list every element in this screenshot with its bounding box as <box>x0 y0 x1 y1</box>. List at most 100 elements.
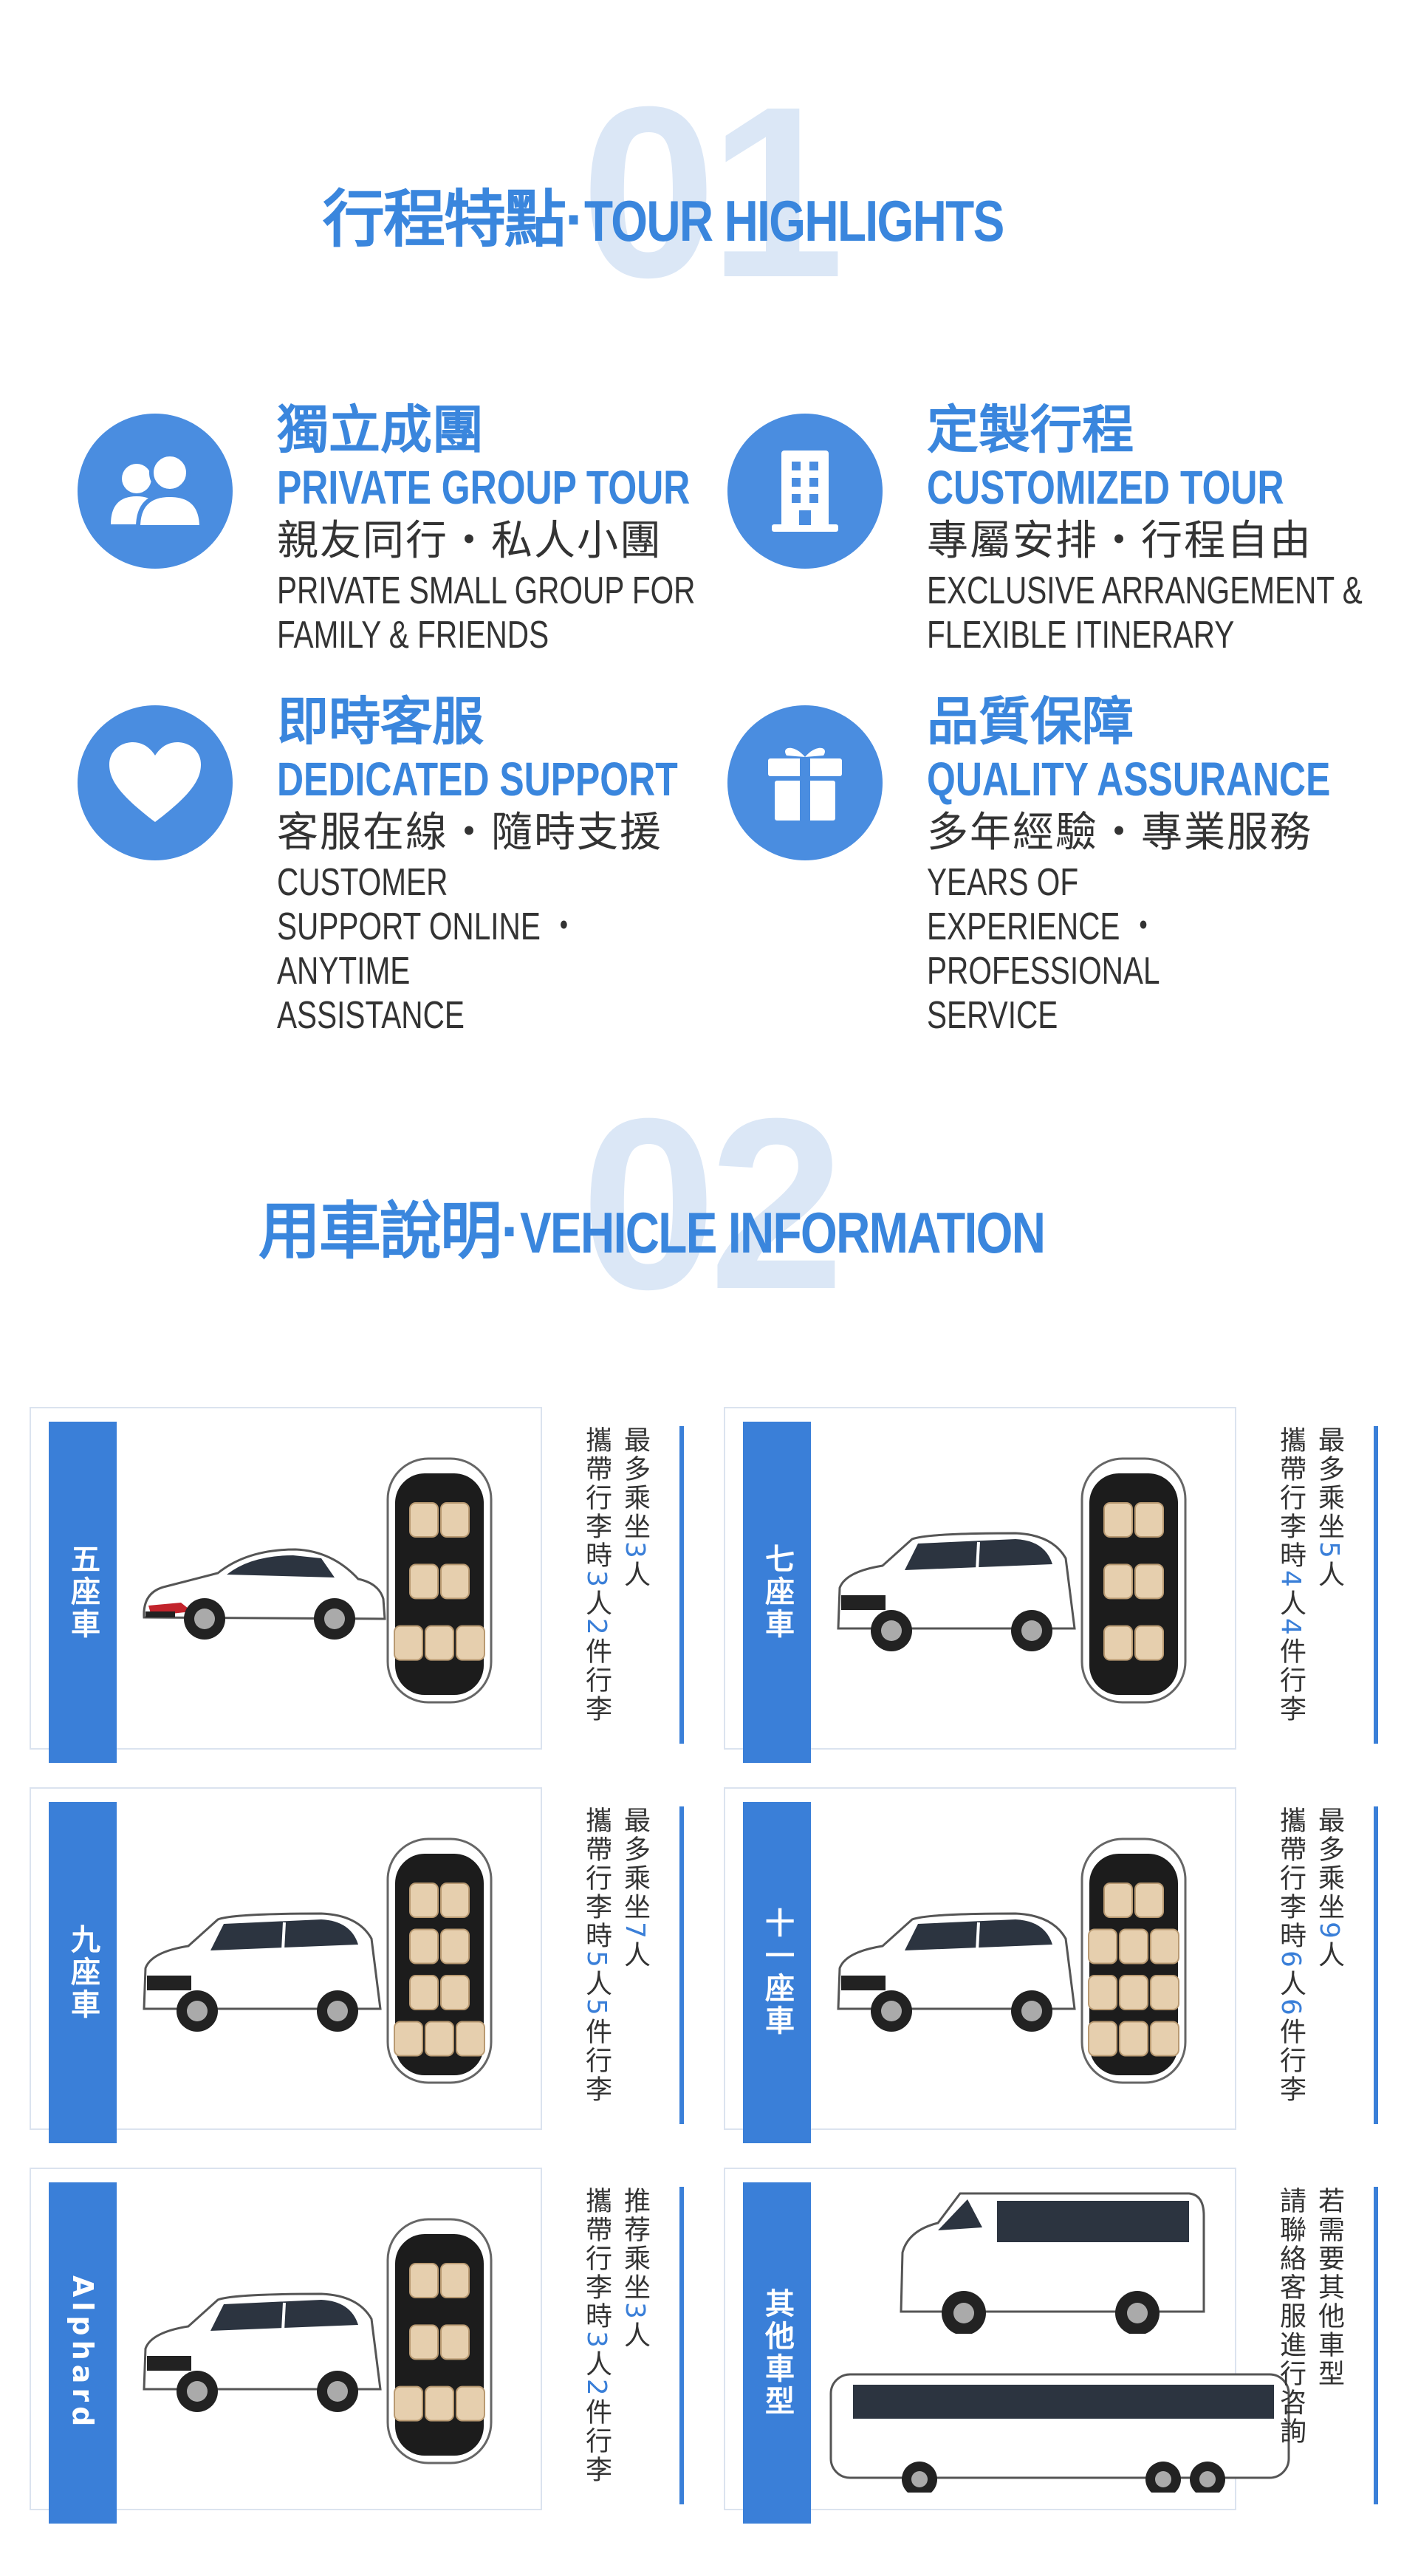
feature-dedicated-support: 即時客服 DEDICATED SUPPORT 客服在線・隨時支援 CUSTOME… <box>78 691 713 1037</box>
vehicle-seating-diagram <box>1080 1457 1187 1704</box>
capacity-number: 5 <box>581 1998 612 2018</box>
vehicle-card: 五座車最多乘坐3人攜帶行李時3人2件行李 <box>30 1407 694 1776</box>
feature-subtitle-zh: 親友同行・私人小團 <box>277 517 662 565</box>
capacity-number: 3 <box>620 1541 650 1561</box>
capacity-text: 攜帶行李時 <box>581 2187 612 2331</box>
capacity-text: 請聯絡客服進行咨詢 <box>1275 2187 1306 2446</box>
capacity-number: 3 <box>581 1570 612 1589</box>
capacity-text: 最多乘坐 <box>1314 1426 1344 1541</box>
capacity-text: 推荐乘坐 <box>620 2187 650 2302</box>
feature-subtitle-zh: 專屬安排・行程自由 <box>927 517 1312 565</box>
feature-title-zh: 即時客服 <box>277 691 484 752</box>
vehicle-type-tab: 五座車 <box>49 1422 117 1763</box>
vehicle-capacity-info: 最多乘坐7人攜帶行李時5人5件行李 <box>580 1806 651 2131</box>
capacity-text: 人 <box>1314 1940 1344 1970</box>
luggage-line: 請聯絡客服進行咨詢 <box>1274 2187 1306 2512</box>
coach-bus-image <box>829 2373 1290 2493</box>
section-title: 用車說明·VEHICLE INFORMATION <box>0 1182 1418 1271</box>
capacity-text: 件行李 <box>581 2017 612 2104</box>
capacity-text: 人 <box>581 1969 612 1998</box>
capacity-text: 件行李 <box>1275 2017 1306 2104</box>
card-accent-line <box>1374 1426 1378 1744</box>
capacity-text: 若需要其他車型 <box>1314 2187 1344 2388</box>
luggage-line: 攜帶行李時5人5件行李 <box>580 1806 612 2131</box>
feature-private-group: 獨立成團 PRIVATE GROUP TOUR 親友同行・私人小團 PRIVAT… <box>78 399 713 709</box>
capacity-number: 3 <box>581 2331 612 2350</box>
capacity-number: 7 <box>620 1922 650 1941</box>
feature-subtitle-en: CUSTOMER SUPPORT ONLINE ・ ANYTIME ASSIST… <box>277 861 579 1037</box>
vehicle-card: 七座車最多乘坐5人攜帶行李時4人4件行李 <box>724 1407 1388 1776</box>
capacity-text: 人 <box>1314 1560 1344 1589</box>
vehicle-type-label: 其他車型 <box>760 2288 794 2418</box>
section-title-separator: · <box>564 185 586 254</box>
card-accent-line <box>1374 2187 1378 2504</box>
vehicle-card: 九座車最多乘坐7人攜帶行李時5人5件行李 <box>30 1787 694 2157</box>
feature-subtitle-zh: 多年經驗・專業服務 <box>927 809 1312 857</box>
feature-subtitle-en: EXCLUSIVE ARRANGEMENT & FLEXIBLE ITINERA… <box>927 569 1363 657</box>
capacity-text: 人 <box>581 1589 612 1618</box>
capacity-text: 人 <box>620 1560 650 1589</box>
luggage-line: 攜帶行李時6人6件行李 <box>1274 1806 1306 2131</box>
vehicle-capacity-info: 推荐乘坐3人攜帶行李時3人2件行李 <box>580 2187 651 2512</box>
vehicle-side-image <box>143 1548 386 1641</box>
capacity-number: 5 <box>1314 1541 1344 1561</box>
capacity-number: 3 <box>620 2302 650 2321</box>
heart-icon <box>78 705 233 860</box>
capacity-text: 人 <box>620 1940 650 1970</box>
feature-title-en: DEDICATED SUPPORT <box>277 753 678 806</box>
capacity-number: 2 <box>581 1617 612 1637</box>
capacity-number: 6 <box>1275 1950 1306 1970</box>
card-accent-line <box>679 1426 684 1744</box>
vehicle-side-image <box>143 1912 382 2033</box>
section-header-highlights: 01 行程特點·TOUR HIGHLIGHTS <box>0 55 1418 328</box>
section-title-zh: 行程特點 <box>322 185 566 254</box>
section-title-en: TOUR HIGHLIGHTS <box>583 188 1004 253</box>
feature-title-zh: 定製行程 <box>927 400 1134 460</box>
capacity-line: 最多乘坐7人 <box>618 1806 651 2131</box>
capacity-number: 4 <box>1275 1570 1306 1589</box>
card-accent-line <box>1374 1806 1378 2124</box>
vehicle-seating-diagram <box>386 2218 493 2464</box>
feature-customized-tour: 定製行程 CUSTOMIZED TOUR 專屬安排・行程自由 EXCLUSIVE… <box>727 399 1363 709</box>
capacity-line: 推荐乘坐3人 <box>618 2187 651 2512</box>
card-accent-line <box>679 1806 684 2124</box>
feature-title-en: QUALITY ASSURANCE <box>927 753 1331 806</box>
luggage-line: 攜帶行李時3人2件行李 <box>580 2187 612 2512</box>
feature-title-zh: 品質保障 <box>927 691 1134 752</box>
feature-title-en: PRIVATE GROUP TOUR <box>277 461 691 514</box>
capacity-text: 攜帶行李時 <box>581 1806 612 1950</box>
section-title: 行程特點·TOUR HIGHLIGHTS <box>0 170 1418 259</box>
vehicle-side-image <box>143 2292 382 2414</box>
capacity-text: 攜帶行李時 <box>581 1426 612 1570</box>
capacity-text: 人 <box>581 2349 612 2379</box>
vehicle-side-image <box>837 1912 1076 2033</box>
feature-title-zh: 獨立成團 <box>277 400 484 460</box>
feature-subtitle-en: PRIVATE SMALL GROUP FOR FAMILY & FRIENDS <box>277 569 696 657</box>
vehicle-type-label: 七座車 <box>760 1544 794 1641</box>
vehicle-type-label: Alphard <box>66 2275 99 2431</box>
section-header-vehicles: 02 用車說明·VEHICLE INFORMATION <box>0 1082 1418 1326</box>
minibus-image <box>900 2192 1205 2334</box>
feature-subtitle-en: YEARS OF EXPERIENCE ・ PROFESSIONAL SERVI… <box>927 861 1160 1037</box>
section-title-zh: 用車說明 <box>258 1196 502 1266</box>
vehicle-side-image <box>837 1532 1076 1653</box>
capacity-text: 攜帶行李時 <box>1275 1806 1306 1950</box>
vehicle-type-label: 十一座車 <box>760 1908 794 2038</box>
feature-subtitle-zh: 客服在線・隨時支援 <box>277 809 662 857</box>
capacity-text: 攜帶行李時 <box>1275 1426 1306 1570</box>
capacity-number: 5 <box>581 1950 612 1970</box>
capacity-text: 件行李 <box>581 2397 612 2484</box>
feature-title-en: CUSTOMIZED TOUR <box>927 461 1284 514</box>
vehicle-type-label: 五座車 <box>66 1544 100 1641</box>
vehicle-type-tab: 其他車型 <box>743 2182 811 2524</box>
capacity-number: 4 <box>1275 1617 1306 1637</box>
capacity-text: 人 <box>620 2320 650 2350</box>
capacity-text: 人 <box>1275 1589 1306 1618</box>
section-number: 01 <box>580 55 844 328</box>
vehicle-seating-diagram <box>386 1457 493 1704</box>
capacity-line: 若需要其他車型 <box>1312 2187 1345 2512</box>
capacity-text: 件行李 <box>581 1637 612 1724</box>
vehicle-card: 十一座車最多乘坐9人攜帶行李時6人6件行李 <box>724 1787 1388 2157</box>
vehicle-type-tab: Alphard <box>49 2182 117 2524</box>
